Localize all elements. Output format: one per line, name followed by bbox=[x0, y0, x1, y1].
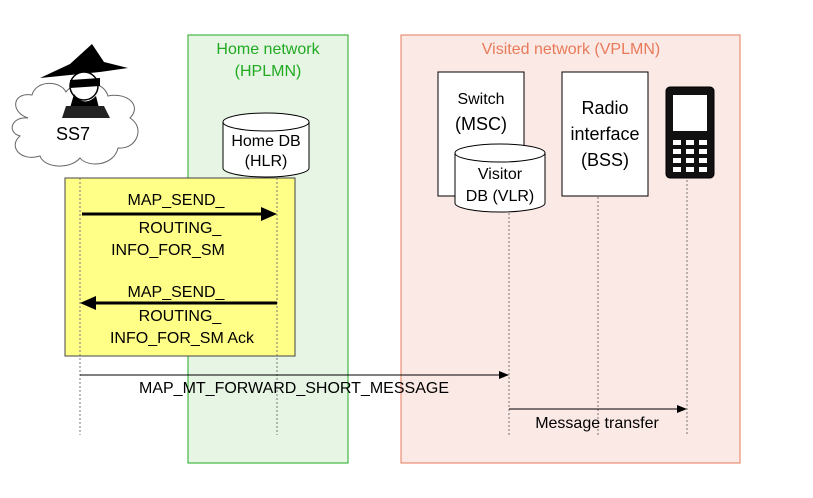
hlr-label-2: (HLR) bbox=[245, 153, 288, 170]
vlr-label-2: DB (VLR) bbox=[466, 188, 534, 205]
spy-icon bbox=[40, 44, 128, 118]
sri-ack-label-3: INFO_FOR_SM Ack bbox=[110, 330, 255, 347]
lifelines bbox=[79, 178, 688, 435]
mt-forward-label: MAP_MT_FORWARD_SHORT_MESSAGE bbox=[139, 380, 449, 397]
bss-node: Radio interface (BSS) bbox=[561, 71, 649, 197]
bss-label-1: Radio bbox=[581, 98, 628, 118]
sri-ack-message: MAP_SEND_ ROUTING_ INFO_FOR_SM Ack bbox=[80, 284, 277, 347]
bss-label-2: interface bbox=[570, 124, 639, 144]
sri-request-label-1: MAP_SEND_ bbox=[128, 192, 226, 209]
mt-forward-message: MAP_MT_FORWARD_SHORT_MESSAGE bbox=[80, 371, 509, 397]
hlr-label-1: Home DB bbox=[231, 133, 300, 150]
home-network-title: Home network bbox=[216, 41, 320, 58]
hlr-node: Home DB (HLR) bbox=[222, 112, 310, 178]
vlr-label-1: Visitor bbox=[478, 166, 523, 183]
vlr-node: Visitor DB (VLR) bbox=[454, 143, 546, 213]
bss-label-3: (BSS) bbox=[581, 150, 629, 170]
sri-highlight-box bbox=[64, 177, 296, 357]
sri-request-label-2: ROUTING_ bbox=[139, 220, 223, 237]
ss7-cloud bbox=[11, 82, 139, 167]
attacker: SS7 bbox=[11, 44, 139, 167]
sri-request-label-3: INFO_FOR_SM bbox=[111, 242, 225, 259]
sri-ack-label-2: ROUTING_ bbox=[139, 308, 223, 325]
sri-request-message: MAP_SEND_ ROUTING_ INFO_FOR_SM bbox=[82, 192, 277, 259]
msc-label-1: Switch bbox=[457, 91, 504, 108]
home-network-subtitle: (HPLMN) bbox=[235, 63, 302, 80]
visited-network-title: Visited network (VPLMN) bbox=[482, 41, 660, 58]
message-transfer: Message transfer bbox=[509, 405, 687, 432]
msc-label-2: (MSC) bbox=[455, 114, 507, 134]
message-transfer-label: Message transfer bbox=[535, 415, 659, 432]
sri-ack-label-1: MAP_SEND_ bbox=[128, 284, 226, 301]
ss7-label: SS7 bbox=[56, 124, 90, 144]
mobile-phone-icon bbox=[665, 86, 715, 179]
